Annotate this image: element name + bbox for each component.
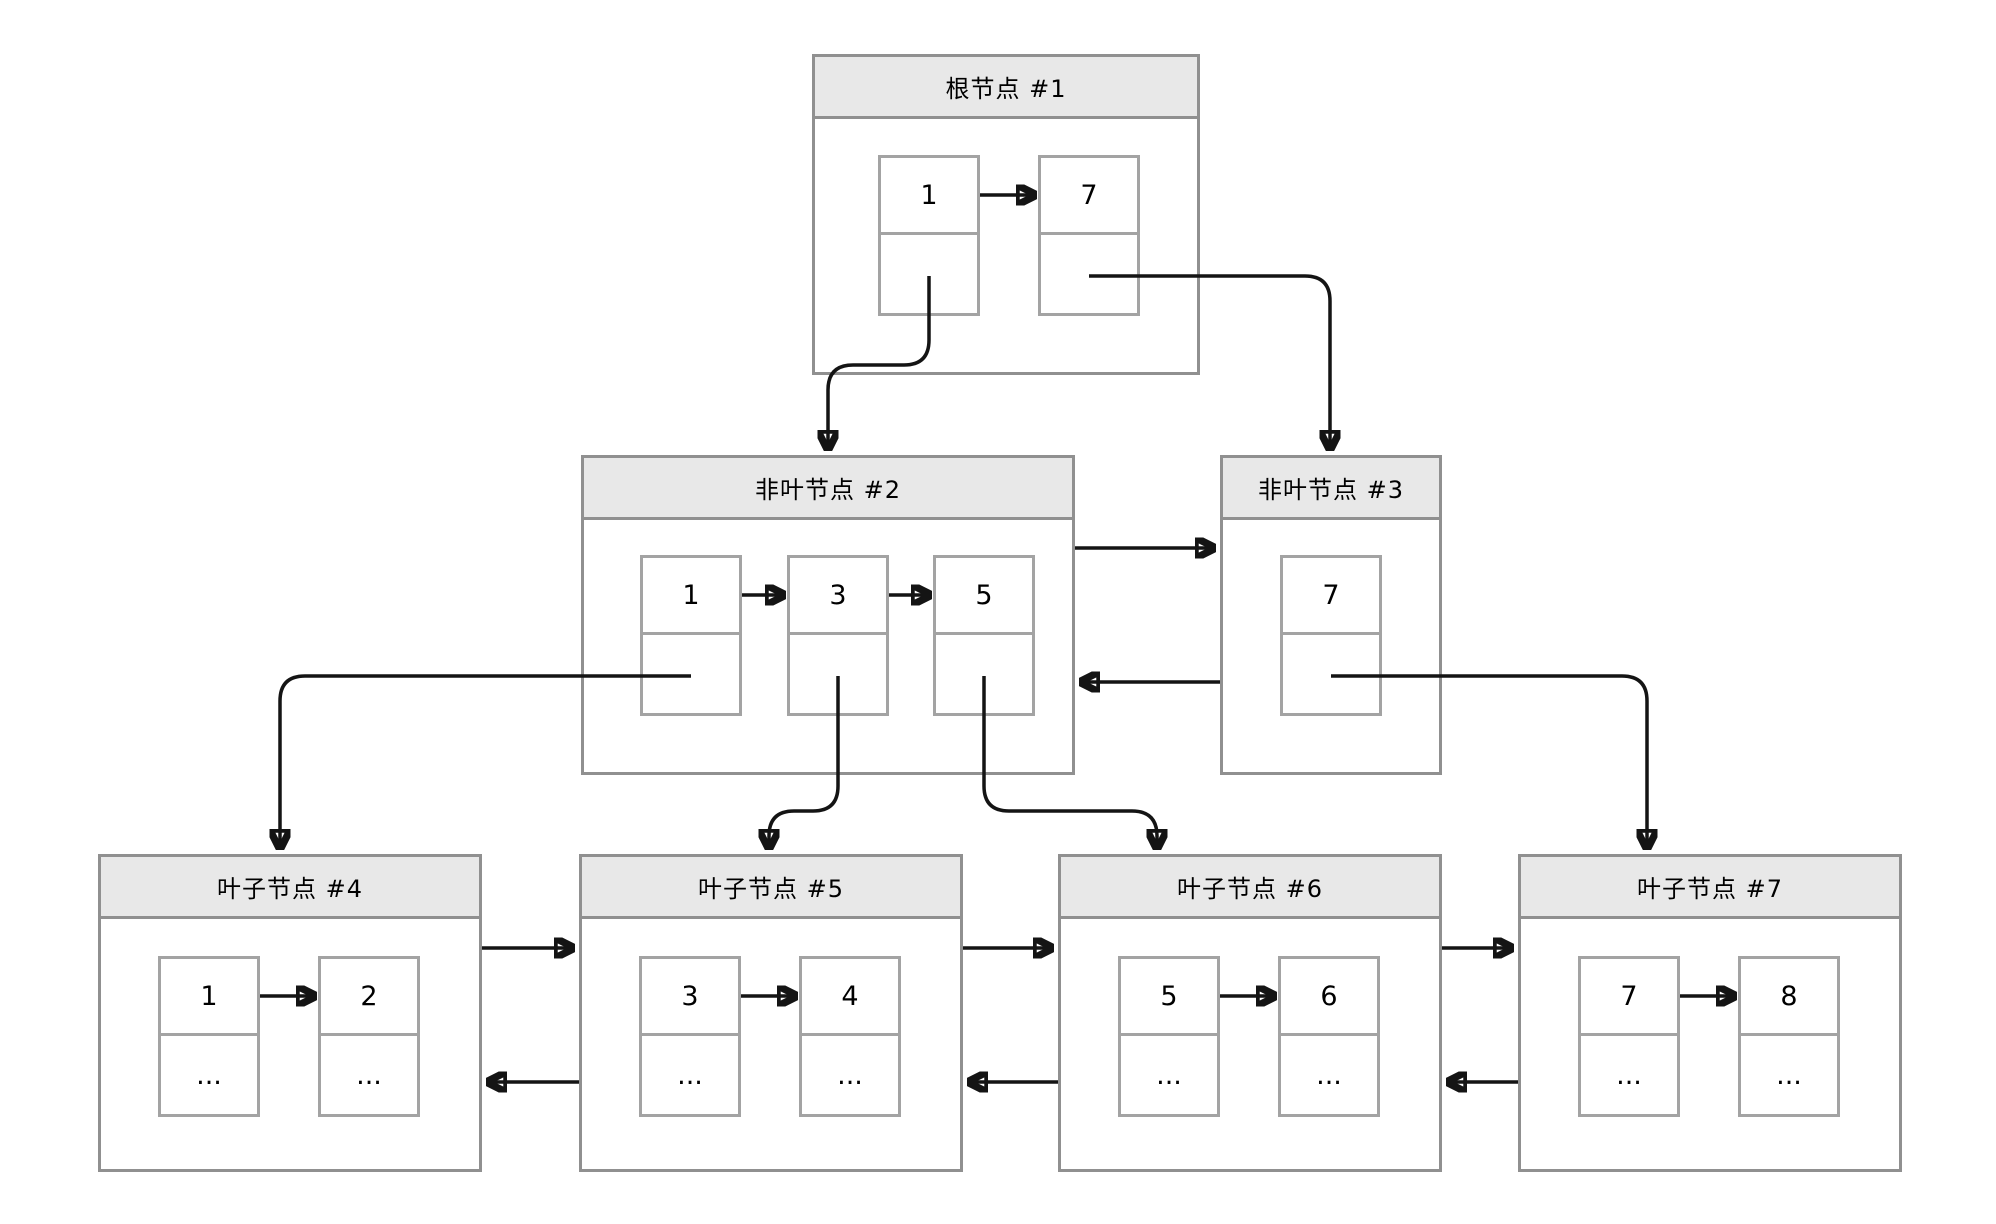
data-slot: ... — [837, 1059, 863, 1091]
key-value: 8 — [1741, 959, 1837, 1036]
node-leaf7-cell-1: 7 ... — [1578, 956, 1680, 1117]
pointer-slot — [1041, 235, 1137, 313]
node-root-cell-1: 1 — [878, 155, 980, 316]
node-root-cell-2: 7 — [1038, 155, 1140, 316]
data-slot: ... — [1156, 1059, 1182, 1091]
node-internal3-title: 非叶节点 #3 — [1223, 458, 1439, 520]
node-leaf6: 叶子节点 #6 5 ... 6 ... — [1058, 854, 1442, 1172]
pointer-slot — [881, 235, 977, 313]
node-internal2: 非叶节点 #2 1 3 5 — [581, 455, 1075, 775]
key-value: 4 — [802, 959, 898, 1036]
node-internal3: 非叶节点 #3 7 — [1220, 455, 1442, 775]
node-internal2-cell-2: 3 — [787, 555, 889, 716]
node-leaf5: 叶子节点 #5 3 ... 4 ... — [579, 854, 963, 1172]
node-leaf7: 叶子节点 #7 7 ... 8 ... — [1518, 854, 1902, 1172]
key-value: 7 — [1283, 558, 1379, 635]
node-leaf4-cell-2: 2 ... — [318, 956, 420, 1117]
node-leaf7-title: 叶子节点 #7 — [1521, 857, 1899, 919]
node-leaf7-cell-2: 8 ... — [1738, 956, 1840, 1117]
pointer-slot — [1283, 635, 1379, 713]
node-leaf4: 叶子节点 #4 1 ... 2 ... — [98, 854, 482, 1172]
key-value: 3 — [642, 959, 738, 1036]
node-leaf6-title: 叶子节点 #6 — [1061, 857, 1439, 919]
key-value: 6 — [1281, 959, 1377, 1036]
data-slot: ... — [1616, 1059, 1642, 1091]
node-leaf5-cell-1: 3 ... — [639, 956, 741, 1117]
node-internal2-cell-3: 5 — [933, 555, 1035, 716]
node-leaf4-cell-1: 1 ... — [158, 956, 260, 1117]
key-value: 1 — [643, 558, 739, 635]
data-slot: ... — [677, 1059, 703, 1091]
node-root-title: 根节点 #1 — [815, 57, 1197, 119]
pointer-slot — [643, 635, 739, 713]
data-slot: ... — [1776, 1059, 1802, 1091]
node-leaf4-title: 叶子节点 #4 — [101, 857, 479, 919]
node-internal2-title: 非叶节点 #2 — [584, 458, 1072, 520]
key-value: 7 — [1041, 158, 1137, 235]
node-leaf5-cell-2: 4 ... — [799, 956, 901, 1117]
node-leaf6-cell-1: 5 ... — [1118, 956, 1220, 1117]
node-root: 根节点 #1 1 7 — [812, 54, 1200, 375]
node-internal3-cell-1: 7 — [1280, 555, 1382, 716]
data-slot: ... — [356, 1059, 382, 1091]
key-value: 5 — [1121, 959, 1217, 1036]
key-value: 2 — [321, 959, 417, 1036]
node-internal2-cell-1: 1 — [640, 555, 742, 716]
pointer-slot — [936, 635, 1032, 713]
node-leaf6-cell-2: 6 ... — [1278, 956, 1380, 1117]
data-slot: ... — [196, 1059, 222, 1091]
key-value: 1 — [881, 158, 977, 235]
data-slot: ... — [1316, 1059, 1342, 1091]
key-value: 3 — [790, 558, 886, 635]
key-value: 7 — [1581, 959, 1677, 1036]
key-value: 1 — [161, 959, 257, 1036]
node-leaf5-title: 叶子节点 #5 — [582, 857, 960, 919]
key-value: 5 — [936, 558, 1032, 635]
pointer-slot — [790, 635, 886, 713]
